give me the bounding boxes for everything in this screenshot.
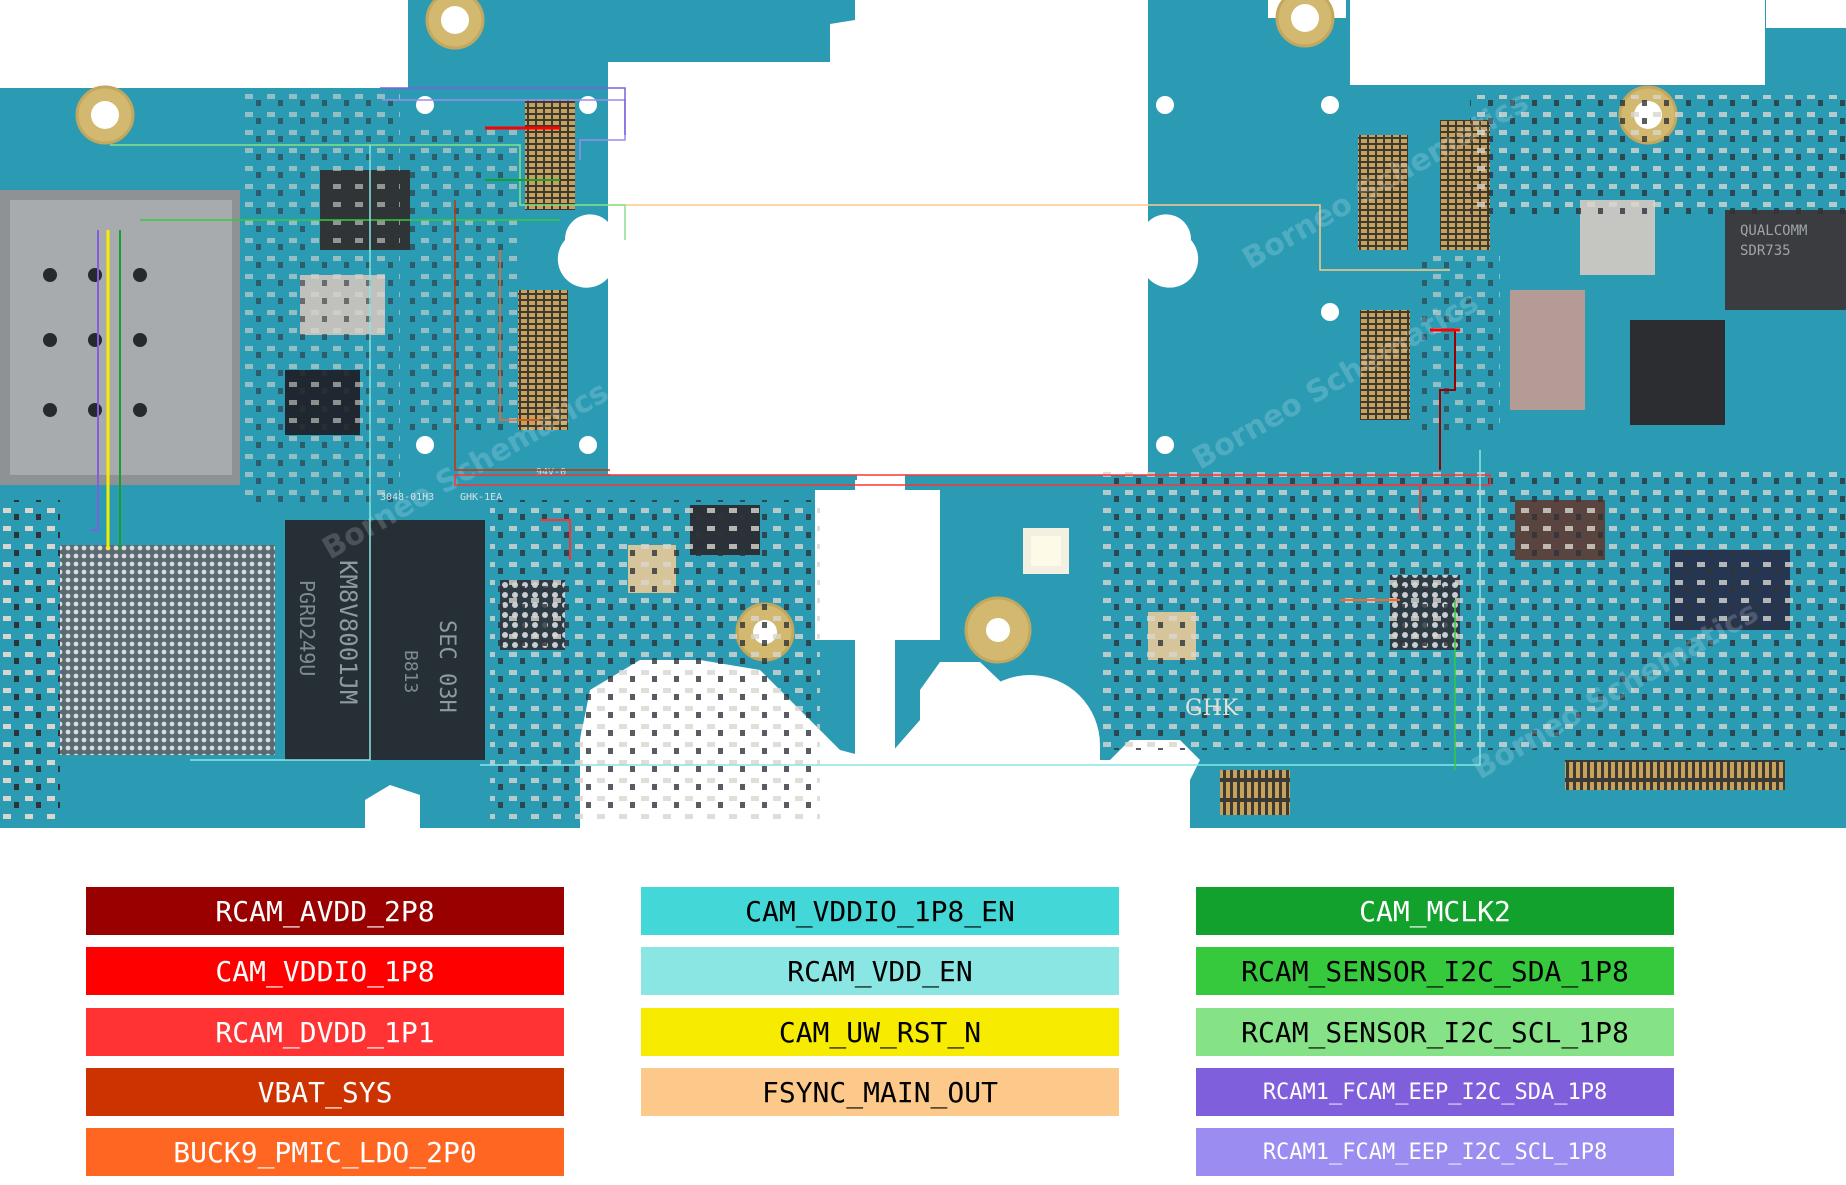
silkscreen-board-code: 3048-01H3 [380,492,434,503]
legend-rcam1-fcam-eep-i2c-sda-1p8: RCAM1_FCAM_EEP_I2C_SDA_1P8 [1196,1068,1674,1116]
legend-buck9-pmic-ldo-2p0: BUCK9_PMIC_LDO_2P0 [86,1128,564,1176]
memory-chip-text-1: KM8V8001JM [334,560,362,705]
silkscreen-94v0: 94V-0 [536,467,566,478]
legend-rcam-sensor-i2c-sda-1p8: RCAM_SENSOR_I2C_SDA_1P8 [1196,947,1674,995]
legend-cam-vddio-1p8-en: CAM_VDDIO_1P8_EN [641,887,1119,935]
legend-fsync-main-out: FSYNC_MAIN_OUT [641,1068,1119,1116]
rf-chip-text-2: SDR735 [1740,243,1791,259]
legend-cam-vddio-1p8: CAM_VDDIO_1P8 [86,947,564,995]
legend-label: CAM_VDDIO_1P8 [215,954,435,988]
bga-chip-left [60,545,275,755]
board-connector-2 [518,290,568,430]
memory-chip-text-2: PGRD249U [295,580,319,676]
memory-chip-text-4: B813 [400,650,421,693]
legend-rcam-avdd-2p8: RCAM_AVDD_2P8 [86,887,564,935]
legend-label: RCAM1_FCAM_EEP_I2C_SCL_1P8 [1262,1139,1608,1165]
legend-label: CAM_VDDIO_1P8_EN [745,894,1015,928]
silkscreen-ghk: GHK [1185,696,1239,721]
board-connector-6 [1565,760,1785,790]
silkscreen-board-code-2: GHK-1EA [460,492,502,503]
board-connector-5 [1360,310,1410,420]
pcb-board-photo: KM8V8001JM PGRD249U SEC 03H B813 QUALCOM… [0,0,1846,828]
legend-label: BUCK9_PMIC_LDO_2P0 [173,1135,477,1169]
board-connector-7 [1220,770,1290,815]
legend-label: RCAM_AVDD_2P8 [215,894,435,928]
legend-label: CAM_MCLK2 [1359,894,1511,928]
legend-label: RCAM_VDD_EN [787,954,973,988]
legend-label: RCAM_SENSOR_I2C_SDA_1P8 [1241,954,1629,988]
rf-chip-text-1: QUALCOMM [1740,223,1807,239]
signal-trace-overlay [90,87,1491,770]
legend-vbat-sys: VBAT_SYS [86,1068,564,1116]
legend-label: VBAT_SYS [257,1075,393,1109]
legend-cam-mclk2: CAM_MCLK2 [1196,887,1674,935]
legend-rcam1-fcam-eep-i2c-scl-1p8: RCAM1_FCAM_EEP_I2C_SCL_1P8 [1196,1128,1674,1176]
legend-label: RCAM_SENSOR_I2C_SCL_1P8 [1241,1015,1629,1049]
legend-label: RCAM1_FCAM_EEP_I2C_SDA_1P8 [1262,1079,1608,1105]
rf-transceiver-chip [1725,210,1846,310]
legend-rcam-sensor-i2c-scl-1p8: RCAM_SENSOR_I2C_SCL_1P8 [1196,1008,1674,1056]
legend-label: CAM_UW_RST_N [778,1015,982,1049]
legend-rcam-dvdd-1p1: RCAM_DVDD_1P1 [86,1008,564,1056]
board-connector-1 [525,100,575,210]
legend-cam-uw-rst-n: CAM_UW_RST_N [641,1008,1119,1056]
memory-chip [285,520,485,760]
legend-label: FSYNC_MAIN_OUT [761,1075,998,1109]
shield-can-right [1510,290,1585,410]
memory-chip-text-3: SEC 03H [434,620,459,713]
board-connector-3 [1358,135,1408,250]
legend-rcam-vdd-en: RCAM_VDD_EN [641,947,1119,995]
chip-dark-right [1630,320,1725,425]
legend-label: RCAM_DVDD_1P1 [215,1015,435,1049]
